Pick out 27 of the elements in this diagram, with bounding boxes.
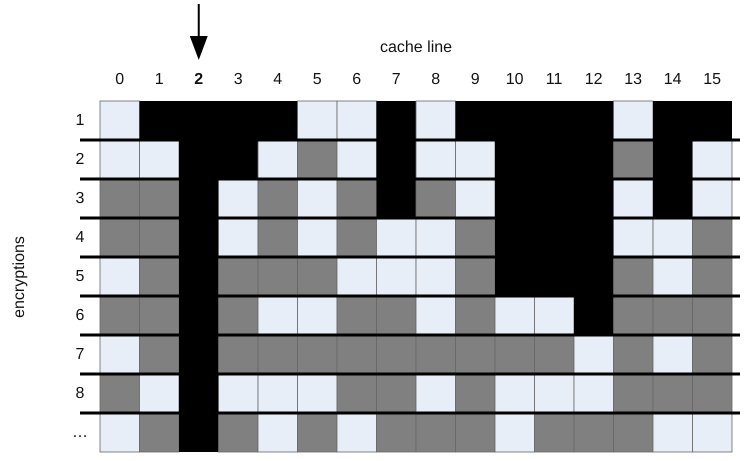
column-number: 5 <box>312 71 322 89</box>
column-number: 14 <box>664 71 682 89</box>
row-number: 2 <box>76 150 84 168</box>
column-number: 11 <box>546 71 562 89</box>
row-number: 7 <box>76 346 84 364</box>
column-number: 12 <box>584 71 603 89</box>
column-number: 13 <box>624 71 642 89</box>
axis-title: cache line <box>380 39 452 57</box>
column-number: 10 <box>506 71 524 89</box>
axis-title: encryptions <box>10 236 29 318</box>
column-number: 0 <box>115 71 124 89</box>
column-number: 7 <box>392 71 401 89</box>
column-number: 9 <box>470 71 480 89</box>
row-number: 5 <box>76 268 84 286</box>
column-number: 4 <box>273 71 282 89</box>
column-number: 1 <box>154 71 164 89</box>
column-number: 3 <box>234 71 243 89</box>
row-number: 1 <box>76 112 84 130</box>
row-number: 3 <box>76 190 84 208</box>
column-number: 15 <box>703 71 722 89</box>
row-number: 4 <box>76 228 84 246</box>
row-number: … <box>72 424 88 442</box>
row-number: 8 <box>76 384 84 402</box>
row-number: 6 <box>76 306 84 324</box>
column-number: 2 <box>194 71 204 89</box>
column-number: 8 <box>431 71 440 89</box>
column-number: 6 <box>352 71 362 89</box>
